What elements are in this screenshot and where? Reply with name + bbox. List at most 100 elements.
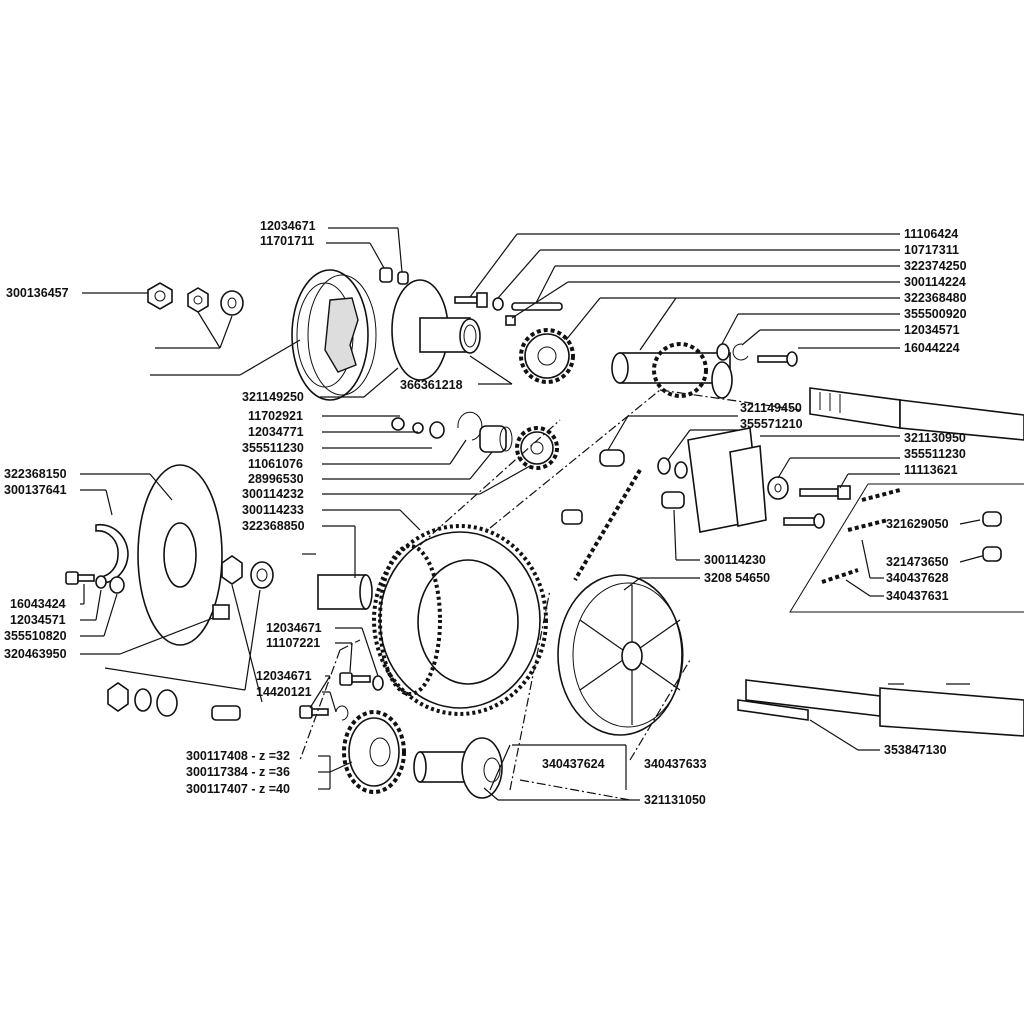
part-label: 340437633: [644, 757, 707, 771]
part-label: 321149250: [242, 390, 304, 404]
part-label: 12034571: [904, 323, 960, 337]
part-label: 322368850: [242, 519, 305, 533]
chain-tensioner-plate-part: [687, 427, 767, 533]
sprocket-shaft-part: [611, 342, 733, 399]
part-label: 300114232: [242, 487, 304, 501]
circlip-part: [732, 343, 749, 361]
part-label: 300136457: [6, 286, 69, 300]
bolt-part: [339, 672, 384, 691]
part-label: 321629050: [886, 517, 949, 531]
part-label: 300117408 - z =32: [186, 749, 290, 763]
part-label: 322374250: [904, 259, 967, 273]
parts-drawing: [65, 267, 1024, 801]
nut-part: [379, 267, 409, 285]
roller-chain-part: [561, 468, 642, 582]
bolt-part: [65, 571, 95, 585]
part-label: 355500920: [904, 307, 967, 321]
part-number-labels: 300136457 12034671 11701711 321149250 36…: [4, 219, 967, 807]
bushing-part: [599, 449, 688, 509]
part-label: 3208 54650: [704, 571, 770, 585]
part-label: 321149450: [740, 401, 802, 415]
part-label: 300137641: [4, 483, 67, 497]
part-label: 300117384 - z =36: [186, 765, 290, 779]
part-label: 322368480: [904, 291, 967, 305]
part-label: 340437624: [542, 757, 605, 771]
part-label: 320463950: [4, 647, 67, 661]
washer-part: [767, 476, 789, 500]
part-label: 11702921: [248, 409, 303, 423]
part-label: 12034571: [10, 613, 66, 627]
washer-part: [716, 343, 730, 361]
axis-line: [299, 649, 341, 761]
part-label: 321130950: [904, 431, 966, 445]
part-label: 355511230: [904, 447, 966, 461]
part-label: 11113621: [904, 463, 958, 477]
axis-line: [339, 639, 361, 651]
part-label: 14420121: [256, 685, 312, 699]
large-gear-part: [372, 524, 548, 716]
leader-lines: [80, 227, 983, 801]
friction-disc-part: [137, 464, 223, 646]
spacer-bushing-part: [317, 574, 373, 610]
stud-part: [211, 705, 241, 721]
part-label: 12034671: [266, 621, 322, 635]
axis-line: [629, 659, 691, 761]
part-label: 322368150: [4, 467, 67, 481]
part-label: 321473650: [886, 555, 949, 569]
part-label: 300114230: [704, 553, 766, 567]
bolt-part: [299, 705, 349, 721]
part-label: 11106424: [904, 227, 958, 241]
circlip-part: [95, 523, 129, 584]
bolt-part: [783, 513, 825, 529]
part-label: 11061076: [248, 457, 303, 471]
bolt-part: [454, 292, 488, 308]
hub-flange-part: [413, 737, 503, 799]
part-label: 16043424: [10, 597, 66, 611]
part-label: 12034671: [260, 219, 316, 233]
clip-part: [212, 604, 230, 620]
axis-line: [419, 419, 561, 546]
part-label: 12034671: [256, 669, 312, 683]
axis-line: [489, 389, 661, 529]
small-parts-row: [391, 411, 513, 453]
axis-line: [519, 779, 631, 801]
chain-detail-box: [789, 483, 1024, 613]
part-label: 11701711: [260, 234, 314, 248]
sprocket-part: [515, 426, 559, 470]
axis-line: [659, 389, 801, 411]
part-label: 10717311: [904, 243, 959, 257]
part-label: 321131050: [644, 793, 706, 807]
key-part: [511, 302, 563, 311]
nut-washer-part: [221, 555, 274, 589]
spoked-wheel-part: [557, 574, 684, 736]
change-sprocket-part: [342, 710, 406, 794]
washer-part: [95, 575, 107, 589]
part-label: 366361218: [400, 378, 463, 392]
drive-shaft-part: [737, 679, 1024, 737]
washer-part: [220, 290, 244, 316]
part-label: 353847130: [884, 743, 947, 757]
part-label: 355571210: [740, 417, 803, 431]
set-screw-part: [505, 315, 516, 326]
part-label: 340437631: [886, 589, 949, 603]
part-label: 355511230: [242, 441, 304, 455]
pin-part: [757, 351, 798, 367]
washer-part: [109, 576, 125, 594]
part-label: 16044224: [904, 341, 960, 355]
part-label: 300114233: [242, 503, 304, 517]
part-label: 300117407 - z =40: [186, 782, 290, 796]
part-label: 340437628: [886, 571, 949, 585]
part-label: 355510820: [4, 629, 67, 643]
part-label: 12034771: [248, 425, 304, 439]
part-label: 11107221: [266, 636, 320, 650]
pulley-part: [291, 269, 377, 401]
washer-part: [492, 297, 504, 311]
sprocket-part: [519, 328, 575, 384]
nut-part: [107, 682, 178, 717]
bolt-part: [799, 485, 851, 500]
splined-shaft-part: [809, 387, 1024, 441]
hex-nut-part: [147, 282, 173, 310]
part-label: 300114224: [904, 275, 966, 289]
flanged-hub-part: [391, 279, 481, 381]
